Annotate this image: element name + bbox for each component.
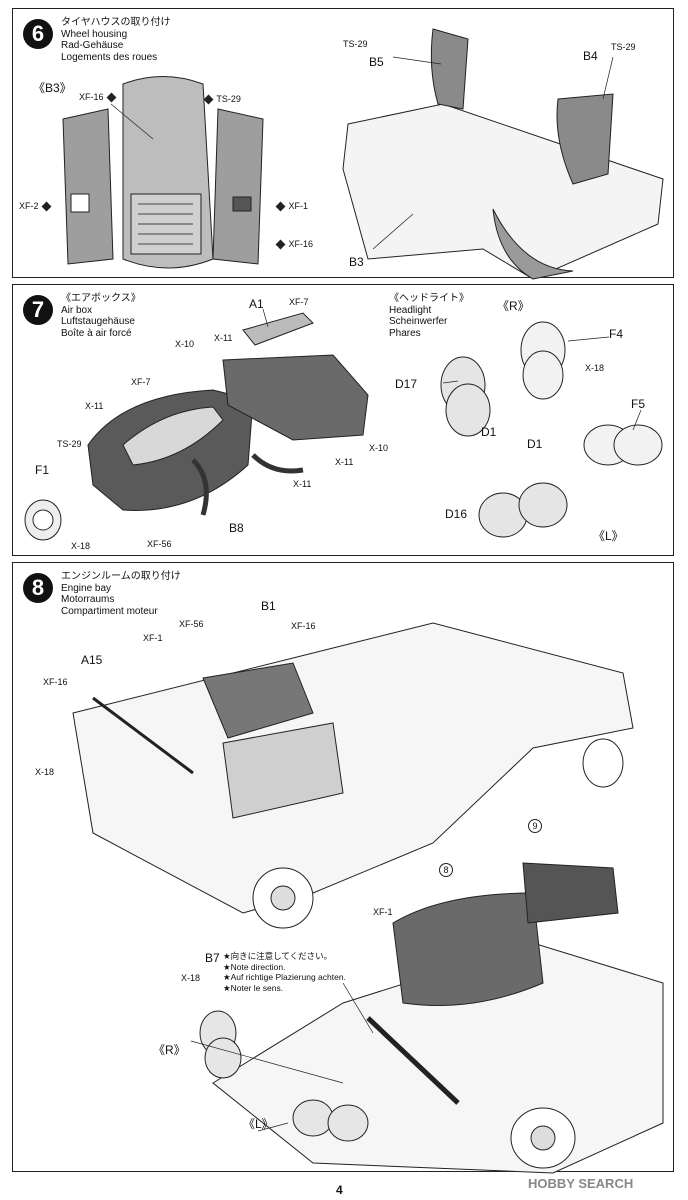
paint-x10-b: X-10 [369,443,389,453]
paint-ts29: TS-29 [57,439,82,449]
headlight-title-fr: Phares [389,327,421,339]
step-number: 6 [23,19,53,49]
assembly-notes: ★向きに注意してください。 ★Note direction. ★Auf rich… [223,951,346,993]
step6-panel: 6 タイヤハウスの取り付け Wheel housing Rad-Gehäuse … [12,8,674,280]
step7-illustration [24,308,663,541]
paint-ts29-left: TS-29 [203,94,241,105]
part-d16: D16 [445,507,468,521]
part-d1-b: D1 [527,437,543,451]
paint-xf16-top: XF-16 [79,92,117,103]
part-a1: A1 [249,297,264,311]
paint-ts29-a: TS-29 [343,39,368,49]
paint-xf16-a: XF-16 [291,621,316,631]
title-de: Motorraums [61,594,115,605]
paint-xf16-b: XF-16 [43,677,68,687]
step-number: 8 [23,573,53,603]
step8-reference: 8 [439,863,453,877]
headlight-title-de: Scheinwerfer [389,316,448,327]
title-fr: Boîte à air forcé [61,327,132,339]
part-b8: B8 [229,521,244,535]
headlight-left-label: 《L》 [243,1117,274,1131]
paint-xf7-left: XF-7 [131,377,151,387]
paint-x18: X-18 [71,541,91,551]
title-de: Rad-Gehäuse [61,40,124,51]
headlight-left-label: 《L》 [593,529,624,543]
paint-dot-icon [203,94,214,105]
paint-x11-d: X-11 [293,479,312,489]
paint-xf56: XF-56 [179,619,204,629]
note-de: ★Auf richtige Plazierung achten. [223,972,346,982]
paint-x10-a: X-10 [175,339,195,349]
part-f4: F4 [609,327,624,341]
paint-xf1-b: XF-1 [373,907,393,917]
paint-dot-icon [106,92,117,103]
paint-code: TS-29 [216,94,241,104]
title-ja: エンジンルームの取り付け [61,571,181,582]
paint-x18-a: X-18 [35,767,55,777]
part-b4: B4 [583,49,598,63]
paint-x11-c: X-11 [335,457,354,467]
note-ja: ★向きに注意してください。 [223,951,333,961]
title-en: Engine bay [61,582,112,594]
step-titles: 《エアボックス》 Air box Luftstaugehäuse Boîte à… [61,293,141,339]
part-f5: F5 [631,397,646,411]
headlight-title-en: Headlight [389,304,432,316]
title-en: Air box [61,304,93,316]
paint-xf2: XF-2 [19,201,52,212]
paint-dot-icon [275,201,286,212]
title-en: Wheel housing [61,28,128,40]
paint-x11-b: X-11 [85,401,104,411]
paint-x18-headlight: X-18 [585,363,605,373]
paint-xf7-top: XF-7 [289,297,309,307]
paint-xf56: XF-56 [147,539,172,549]
step-titles: タイヤハウスの取り付け Wheel housing Rad-Gehäuse Lo… [61,17,171,63]
paint-dot-icon [41,201,52,212]
step6-illustration [62,28,664,280]
part-b7: B7 [205,951,220,965]
step8-illustration [72,622,664,1174]
part-d1-a: D1 [481,425,497,439]
step8-panel: 8 エンジンルームの取り付け Engine bay Motorraums Com… [12,562,674,1174]
paint-dot-icon [275,239,286,250]
headlight-titles: 《ヘッドライト》 Headlight Scheinwerfer Phares [389,293,469,339]
step-titles: エンジンルームの取り付け Engine bay Motorraums Compa… [61,571,181,617]
paint-x18-b: X-18 [181,973,201,983]
note-fr: ★Noter le sens. [223,982,284,993]
title-ja: 《エアボックス》 [61,293,141,304]
title-ja: タイヤハウスの取り付け [61,17,171,28]
step9-reference: 9 [528,819,542,833]
part-b1: B1 [261,599,276,613]
step7-panel: 7 《エアボックス》 Air box Luftstaugehäuse Boîte… [12,284,674,556]
view-label-b3: 《B3》 [33,81,72,95]
paint-xf16-right: XF-16 [275,239,314,250]
paint-xf1-a: XF-1 [143,633,163,643]
paint-code: XF-1 [288,201,309,211]
part-d17: D17 [395,377,418,391]
headlight-title-ja: 《ヘッドライト》 [389,293,469,304]
headlight-right-label: 《R》 [497,299,530,313]
paint-x11-a: X-11 [214,333,233,343]
headlight-right-label: 《R》 [153,1043,186,1057]
paint-code: XF-16 [79,92,104,102]
part-b5: B5 [369,55,384,69]
note-en: ★Note direction. [223,961,286,972]
page-number: 4 [336,1183,343,1197]
title-de: Luftstaugehäuse [61,316,135,327]
paint-code: XF-2 [19,201,39,211]
paint-xf1: XF-1 [275,201,309,212]
step-number: 7 [23,295,53,325]
watermark: HOBBY SEARCH [528,1176,634,1191]
title-fr: Logements des roues [61,51,158,63]
part-a15: A15 [81,653,103,667]
part-b3: B3 [349,255,364,269]
part-f1: F1 [35,463,50,477]
paint-code: XF-16 [288,239,314,249]
title-fr: Compartiment moteur [61,605,158,617]
paint-ts29-b: TS-29 [611,42,636,52]
